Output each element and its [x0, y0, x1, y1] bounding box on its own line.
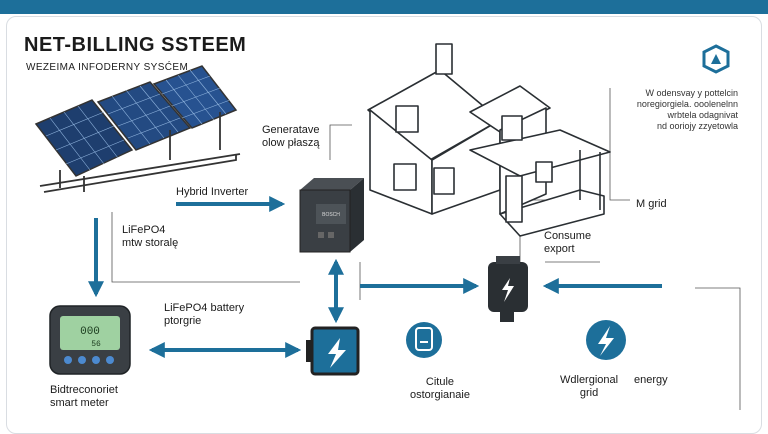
bolt-circle-icon	[586, 320, 626, 360]
generator-label: Generatave olow płaszą	[262, 124, 320, 149]
grid-energy-label: Wdlergional grid	[560, 374, 619, 399]
svg-text:BOSCH: BOSCH	[322, 212, 340, 218]
storage-label: LiFePO4 mtw storalę	[122, 224, 179, 249]
flow-arrows	[88, 196, 662, 358]
device-icon	[406, 322, 442, 358]
hybrid-inverter-label: Hybrid Inverter	[176, 186, 249, 198]
citule-label: Citule ostorgianaie	[410, 376, 470, 401]
battery-label: LiFePO4 battery ptorgrie	[164, 302, 245, 327]
page-title: NET-BILLING SSTEEM	[24, 34, 247, 56]
consume-export-label: Consume export	[544, 230, 592, 255]
smart-meter-label: Bidtreconoriet smart meter	[50, 384, 118, 409]
content-frame	[6, 16, 762, 434]
energy-label: energy	[634, 374, 668, 386]
plug-bolt-icon	[488, 256, 528, 322]
svg-text:000: 000	[80, 326, 100, 338]
smart-meter-icon: 000 56	[49, 305, 131, 375]
shield-logo-icon	[702, 44, 730, 74]
battery-bolt-icon	[306, 326, 360, 376]
side-note: W odensvay y pottelcin noregiorgiela. oo…	[636, 88, 738, 131]
grid-label: M grid	[636, 198, 667, 210]
top-accent-bar	[0, 0, 768, 14]
page-subtitle: WEZEIMA INFODERNY SYSĆEM	[26, 62, 189, 73]
solar-panel-icon	[34, 65, 241, 193]
inverter-icon: BOSCH	[299, 178, 364, 253]
house-icon	[367, 43, 611, 237]
svg-text:56: 56	[91, 340, 101, 349]
